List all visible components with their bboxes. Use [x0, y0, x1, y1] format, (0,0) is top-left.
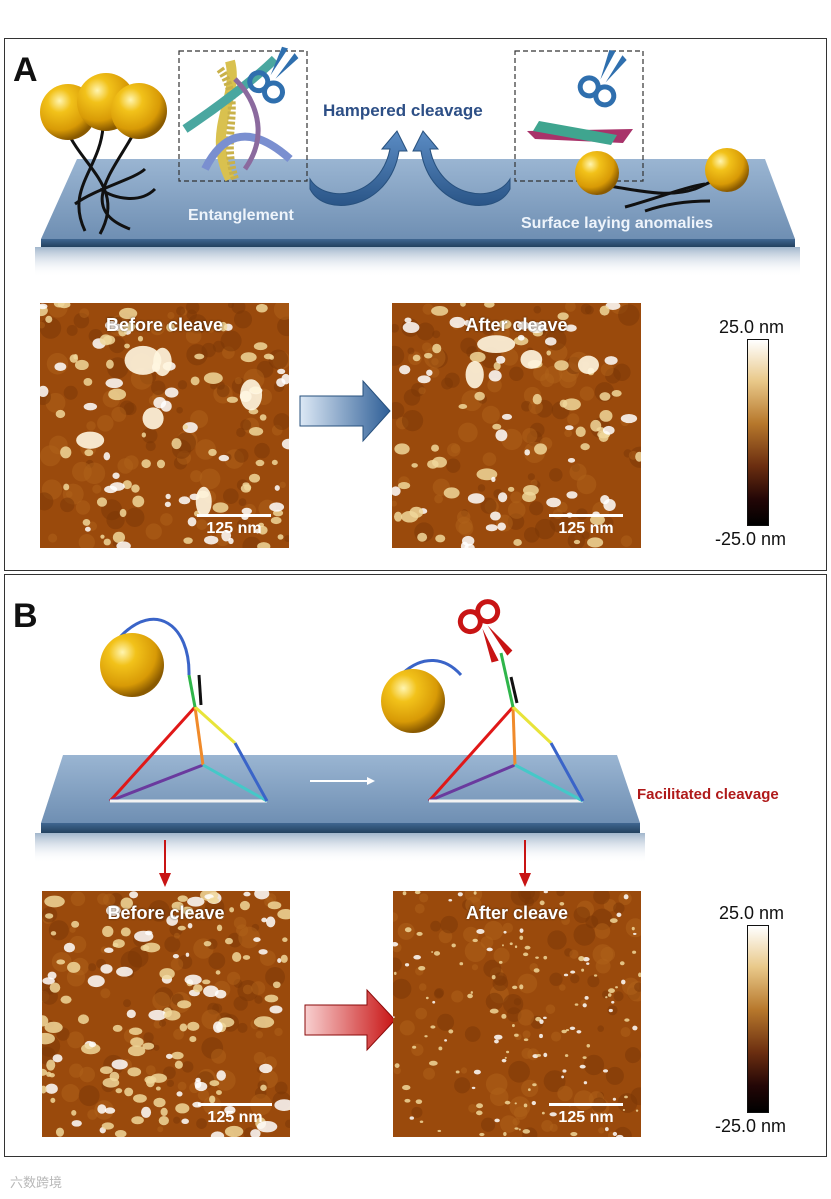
height-colorbar — [747, 339, 769, 526]
scale-bar: 125 nm — [197, 514, 271, 538]
panel-letter-a: A — [13, 51, 38, 89]
afm-image-b-before: Before cleave 125 nm — [42, 891, 290, 1137]
afm-image-a-before: Before cleave 125 nm — [40, 303, 289, 548]
afm-title: After cleave — [465, 903, 569, 923]
panel-letter-b: B — [13, 597, 38, 635]
hampered-cleavage-label: Hampered cleavage — [323, 101, 483, 120]
scale-bar-label: 125 nm — [207, 1109, 263, 1126]
surface-slab-front — [41, 239, 795, 247]
scale-bar-label: 125 nm — [558, 1109, 614, 1126]
process-arrow-b — [304, 988, 396, 1052]
facilitated-cleavage-label: Facilitated cleavage — [637, 786, 779, 803]
panel-b-schematic — [35, 599, 645, 1052]
afm-topography — [42, 891, 290, 1137]
surface-slab-top — [41, 755, 640, 823]
curved-arrow-right — [412, 130, 511, 206]
panel-b: B — [4, 574, 827, 1157]
down-arrow-icon — [519, 840, 531, 887]
gold-nanoparticle — [381, 669, 445, 733]
scale-bar: 125 nm — [549, 1103, 623, 1127]
scissors-icon — [577, 50, 627, 108]
scissors-icon — [457, 599, 513, 663]
surface-slab-front — [41, 823, 640, 833]
colorbar-min-label: -25.0 nm — [715, 1116, 787, 1136]
surface-anomalies-label: Surface laying anomalies — [521, 215, 714, 232]
watermark: 六数跨境 — [10, 1175, 63, 1190]
afm-title: Before cleave — [105, 315, 224, 335]
gold-nanoparticle — [100, 633, 164, 697]
scissors-icon — [247, 46, 299, 104]
height-colorbar — [747, 925, 769, 1113]
dna-tetrahedron — [108, 617, 269, 803]
gold-nanoparticle — [575, 151, 619, 195]
afm-topography — [40, 303, 289, 548]
afm-topography — [393, 891, 641, 1137]
gold-nanoparticle — [111, 83, 167, 139]
scale-bar: 125 nm — [549, 514, 623, 538]
colorbar-max-label: 25.0 nm — [719, 903, 785, 923]
slab-reflection — [35, 247, 800, 277]
afm-topography — [392, 303, 641, 548]
down-arrow-icon — [159, 840, 171, 887]
entanglement-inset-box — [178, 50, 308, 182]
slab-reflection — [35, 833, 645, 863]
afm-title: Before cleave — [107, 903, 225, 923]
twisted-dna-helices — [182, 55, 293, 182]
scale-bar: 125 nm — [198, 1103, 272, 1127]
gold-nanoparticle — [705, 148, 749, 192]
afm-image-b-after: After cleave 125 nm — [393, 891, 641, 1137]
afm-title: After cleave — [465, 315, 568, 335]
panel-a-schematic — [35, 46, 800, 443]
flat-dna-ribbon — [533, 121, 617, 145]
colorbar-min-label: -25.0 nm — [715, 529, 787, 549]
process-arrow-a — [299, 379, 391, 443]
entangled-dna-strands — [65, 126, 157, 235]
scale-bar-label: 125 nm — [206, 520, 262, 537]
dna-tetrahedron — [427, 652, 585, 803]
panel-a: A — [4, 38, 827, 571]
afm-image-a-after: After cleave 125 nm — [392, 303, 641, 548]
entanglement-label: Entanglement — [188, 207, 294, 224]
cleaved-strand — [401, 659, 463, 677]
colorbar-max-label: 25.0 nm — [719, 317, 785, 337]
scale-bar-label: 125 nm — [558, 520, 614, 537]
curved-arrow-left — [309, 130, 408, 206]
